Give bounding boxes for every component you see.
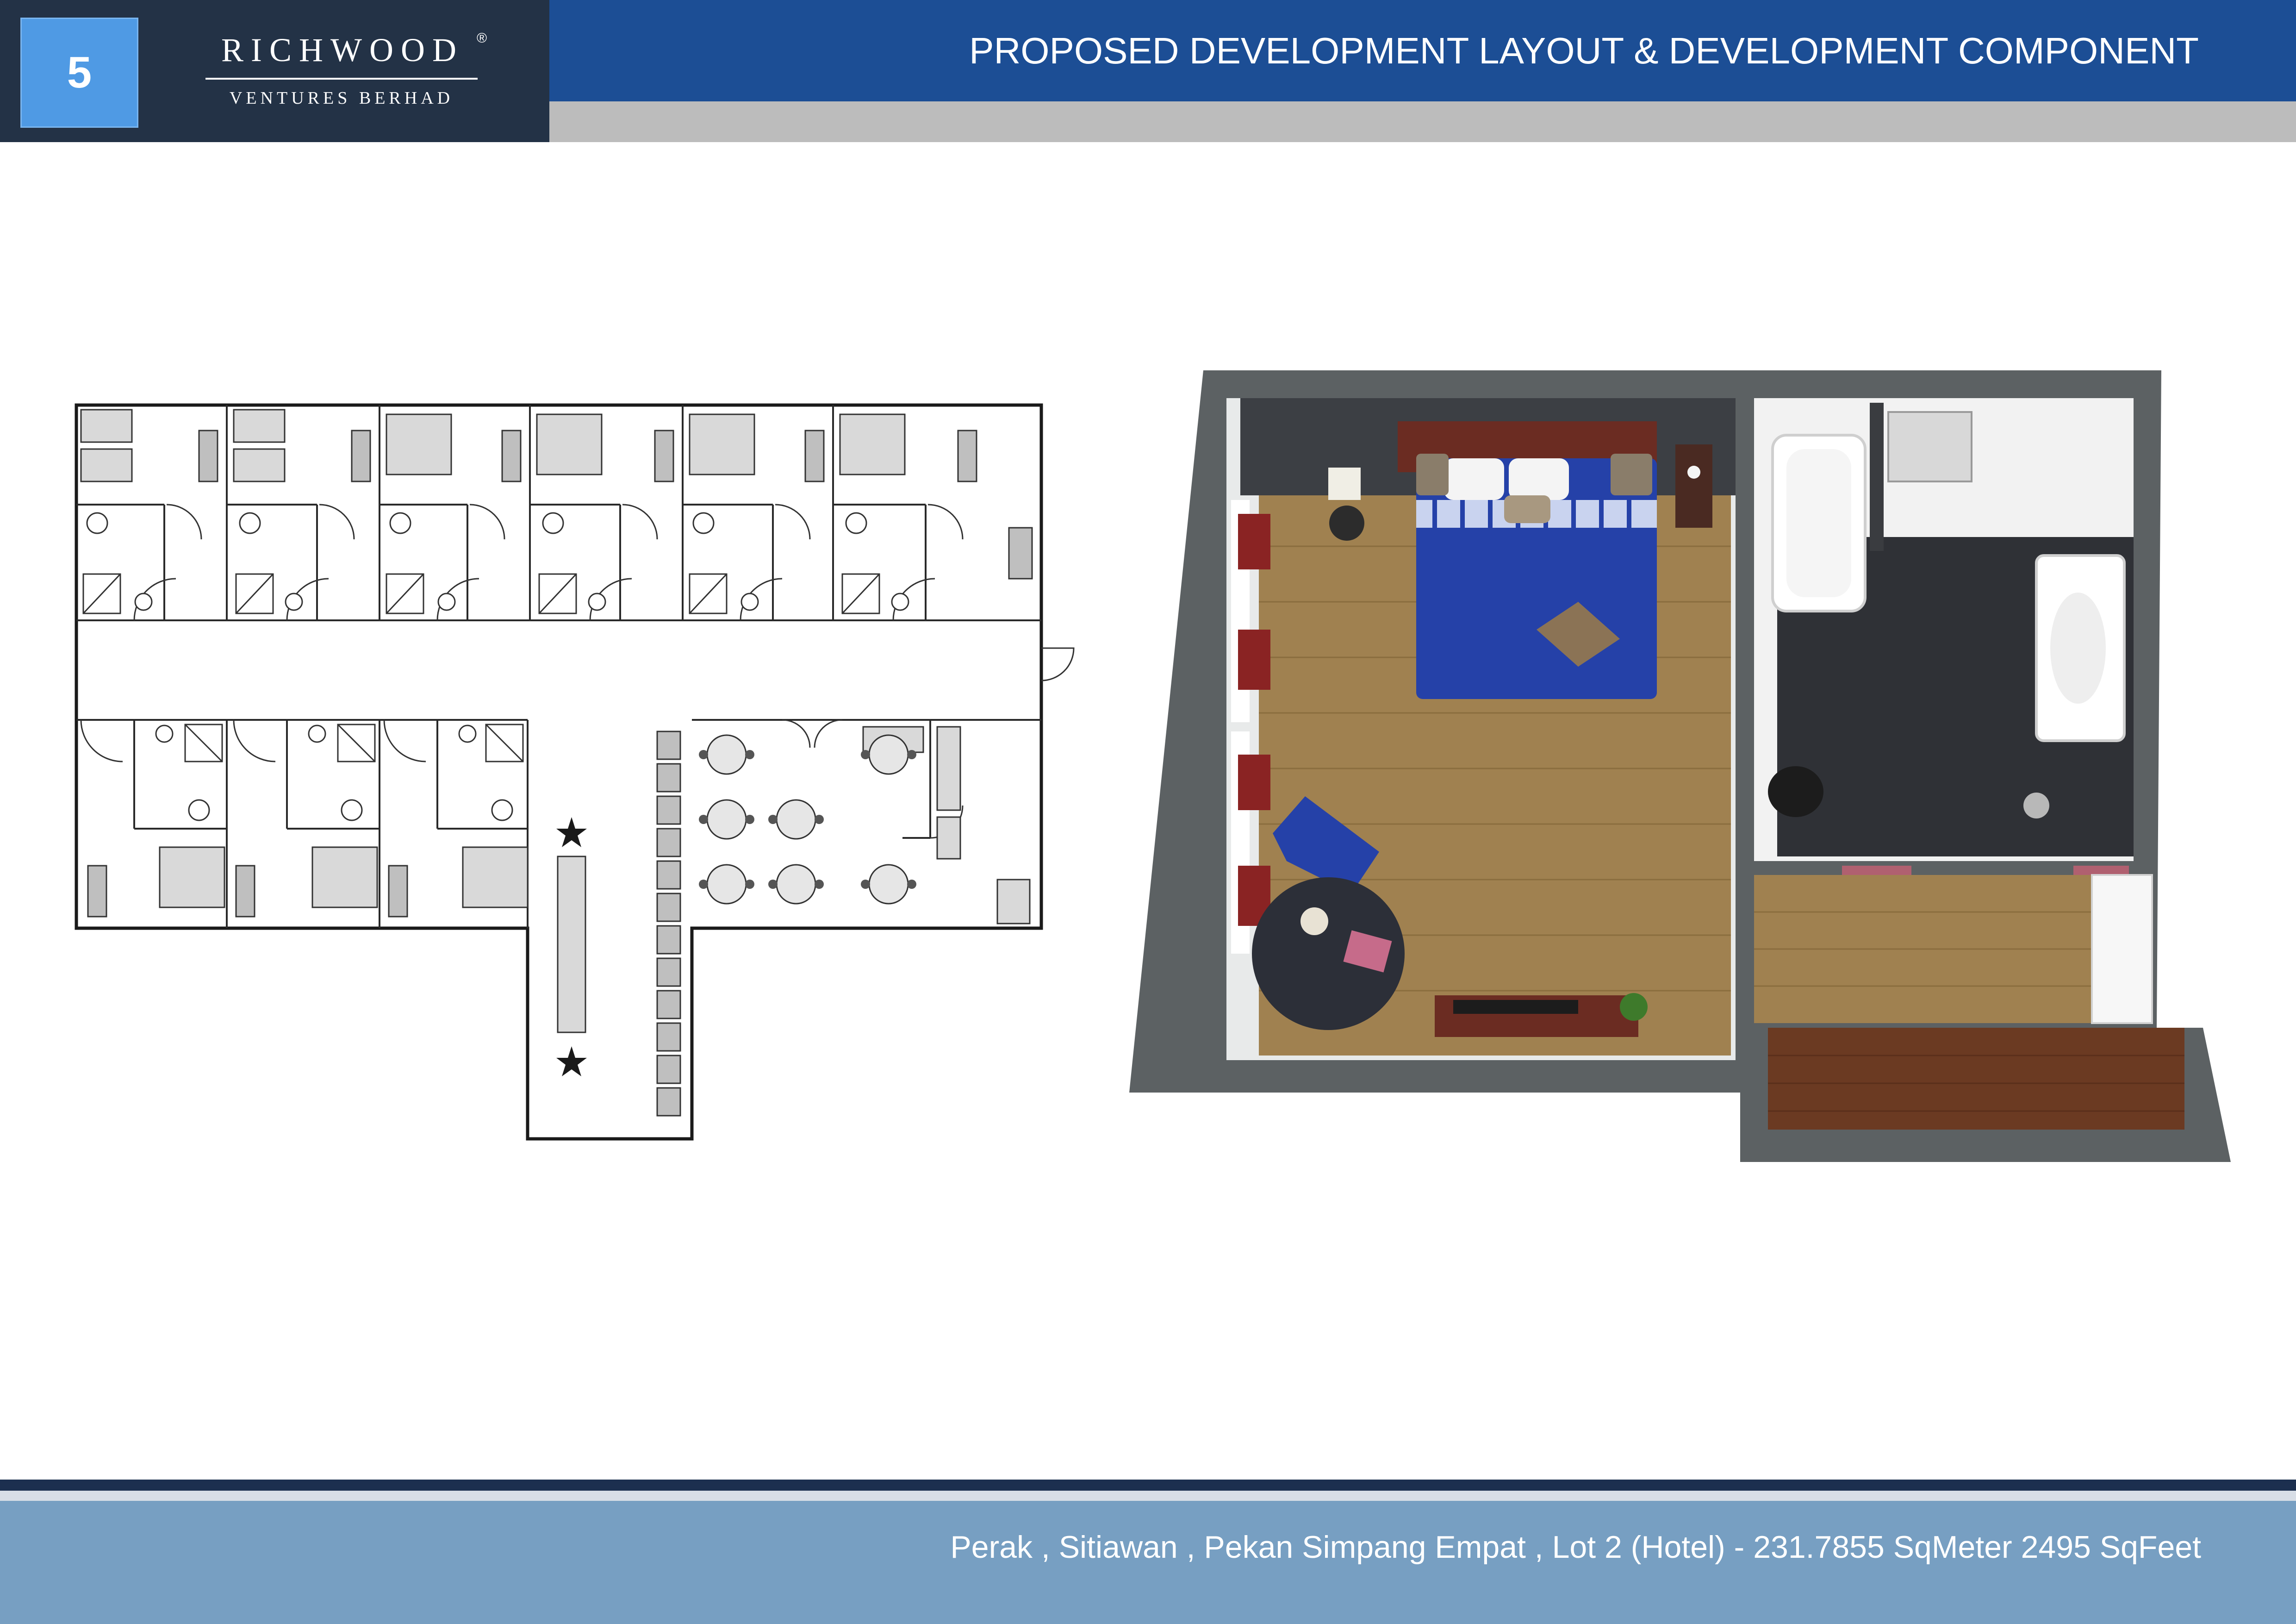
brand-subtitle: VENTURES BERHAD <box>229 88 454 108</box>
brand-divider <box>205 78 478 80</box>
footer-bar: Perak , Sitiawan , Pekan Simpang Empat ,… <box>0 1501 2296 1624</box>
footer-caption: Perak , Sitiawan , Pekan Simpang Empat ,… <box>950 1530 2201 1565</box>
registered-mark: ® <box>477 31 487 46</box>
header-accent-bar <box>549 101 2296 142</box>
footer-divider-dark <box>0 1480 2296 1491</box>
floor-plan-drawing <box>75 403 1075 1141</box>
page-number-badge: 5 <box>20 18 138 128</box>
brand-panel: 5 RICHWOOD ® VENTURES BERHAD <box>0 0 549 142</box>
title-bar: PROPOSED DEVELOPMENT LAYOUT & DEVELOPMEN… <box>549 0 2296 101</box>
brand-name: RICHWOOD <box>221 31 464 69</box>
footer-divider-light <box>0 1491 2296 1501</box>
room-render-illustration <box>1129 370 2231 1162</box>
page-title: PROPOSED DEVELOPMENT LAYOUT & DEVELOPMEN… <box>969 30 2199 71</box>
